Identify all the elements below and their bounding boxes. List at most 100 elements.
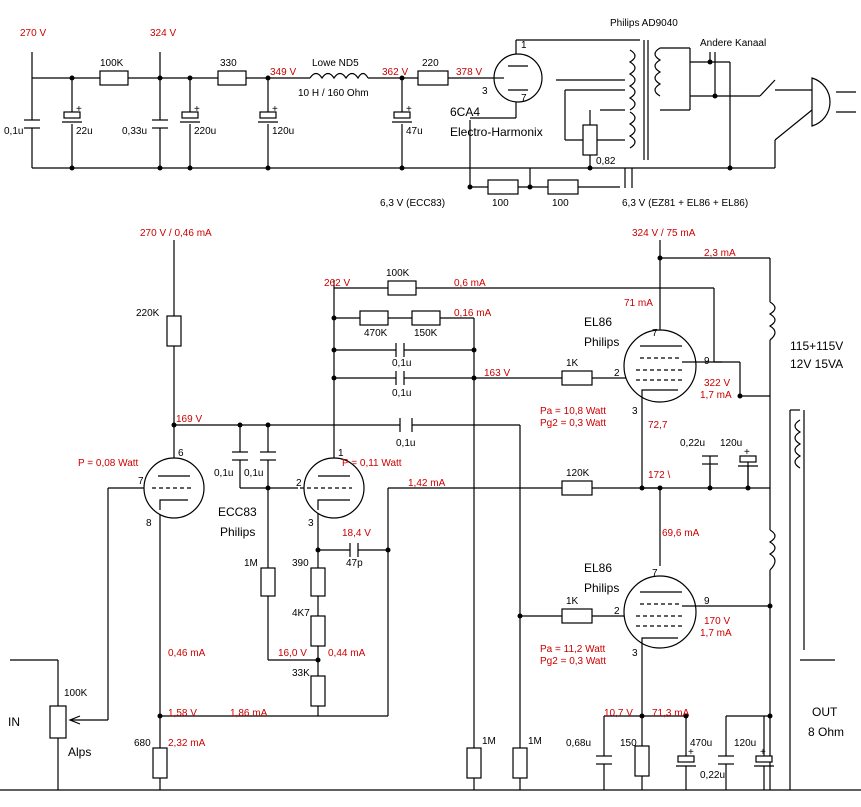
- label-r-390: 390: [292, 558, 309, 569]
- label-i-713: 71,3 mA: [652, 708, 690, 719]
- label-r-082: 0,82: [596, 156, 616, 167]
- resistor-100-a: [487, 179, 519, 195]
- label-pin6: 6: [178, 448, 184, 459]
- label-r-100k: 100K: [100, 58, 124, 69]
- label-i-23: 2,3 mA: [704, 248, 736, 259]
- label-maker-el86-upper: Philips: [584, 335, 619, 349]
- label-c-47p: 47p: [346, 558, 363, 569]
- resistor-150: [634, 745, 650, 777]
- label-other-channel: Andere Kanaal: [700, 38, 766, 49]
- resistor-1m: [260, 567, 276, 597]
- label-i-016: 0,16 mA: [454, 308, 492, 319]
- label-pg2-a: Pg2 = 0,3 Watt: [540, 418, 606, 429]
- svg-text:+: +: [272, 104, 278, 115]
- electrolytic-cap: [739, 455, 757, 463]
- volume-pot: [49, 705, 67, 739]
- label-c-120a: 120u: [720, 438, 742, 449]
- label-pot-maker: Alps: [68, 745, 91, 759]
- label-rect-pin3: 3: [482, 86, 488, 97]
- resistor-150k: [411, 310, 441, 326]
- resistor-fb-100k: [387, 280, 417, 296]
- label-el86b-pin7: 7: [652, 568, 658, 579]
- svg-text:+: +: [194, 104, 200, 115]
- label-c-01b: 0,1u: [244, 468, 263, 479]
- label-el86b-pin9: 9: [704, 596, 710, 607]
- label-v-107: 10,7 V: [604, 708, 633, 719]
- label-c-022b: 0,22u: [700, 770, 725, 781]
- psu-voltage-270: 270 V: [20, 28, 46, 39]
- label-r-150k: 150K: [414, 328, 438, 339]
- svg-text:+: +: [688, 747, 694, 758]
- label-el86b-pin2: 2: [614, 606, 620, 617]
- label-r-1m-b: 1M: [482, 736, 496, 747]
- pentode-el86-upper: [623, 329, 697, 403]
- label-r-220: 220: [422, 58, 439, 69]
- label-v-172: 172 \: [648, 470, 670, 481]
- resistor-1k-b: [561, 608, 593, 624]
- psu-junctions: [69, 59, 733, 190]
- pentode-cathode: [641, 637, 678, 648]
- label-r-150: 150: [620, 738, 637, 749]
- resistor-680: [152, 747, 168, 779]
- electrolytic-cap: [755, 755, 773, 763]
- resistor-4k7: [310, 615, 326, 647]
- label-r-1m-c: 1M: [528, 736, 542, 747]
- electrolytic-cap: [677, 755, 695, 763]
- choke-symbol: [309, 72, 369, 80]
- label-i-06: 0,6 mA: [454, 278, 486, 289]
- pentode-cathode: [641, 389, 678, 400]
- mains-plug: [811, 77, 831, 127]
- transformer-primary: [654, 47, 662, 97]
- label-c2: 22u: [76, 126, 93, 137]
- label-v-163: 163 V: [484, 368, 510, 379]
- label-rect-tube: 6CA4: [450, 105, 480, 119]
- label-i-142: 1,42 mA: [408, 478, 446, 489]
- label-pa-a: Pa = 10,8 Watt: [540, 406, 606, 417]
- label-heater-power: 6,3 V (EZ81 + EL86 + EL86): [622, 198, 748, 209]
- label-tube-el86-lower: EL86: [584, 561, 612, 575]
- label-c-068: 0,68u: [566, 738, 591, 749]
- resistor-390: [310, 567, 326, 597]
- output-transformer-primary-lower: [768, 529, 776, 571]
- label-c4: 220u: [194, 126, 216, 137]
- label-pg2-b: Pg2 = 0,3 Watt: [540, 656, 606, 667]
- label-supply-pwr: 324 V / 75 mA: [632, 228, 696, 239]
- amp-components: + + +: [49, 280, 805, 779]
- label-maker-ecc83: Philips: [220, 525, 255, 539]
- label-pin8: 8: [146, 518, 152, 529]
- electrolytic-cap: [181, 111, 199, 119]
- psu-voltage-362: 362 V: [382, 67, 408, 78]
- label-el86a-pin9: 9: [704, 356, 710, 367]
- label-maker-el86-lower: Philips: [584, 581, 619, 595]
- label-xfmr-voltage: 115+115V: [790, 339, 843, 353]
- amp-wiring: [0, 240, 861, 791]
- resistor-120k: [561, 480, 593, 496]
- label-i-71: 71 mA: [624, 298, 653, 309]
- resistor-220: [417, 70, 449, 86]
- label-i-186: 1,86 mA: [230, 708, 268, 719]
- pentode-el86-lower: [623, 575, 697, 649]
- label-v1b-pin2: 2: [296, 478, 302, 489]
- label-r-4k7: 4K7: [292, 608, 310, 619]
- transformer-heater-winding: [628, 111, 636, 149]
- label-input: IN: [8, 715, 20, 729]
- label-output: OUT: [812, 705, 838, 719]
- label-r-1k-a: 1K: [566, 358, 579, 369]
- label-output-ohm: 8 Ohm: [808, 725, 844, 739]
- label-el86a-pin7: 7: [652, 328, 658, 339]
- label-v-322: 322 V: [704, 378, 730, 389]
- svg-text:+: +: [744, 447, 750, 458]
- label-i-17b: 1,7 mA: [700, 628, 732, 639]
- label-c-120b: 120u: [734, 738, 756, 749]
- label-c-022a: 0,22u: [680, 438, 705, 449]
- label-v-169: 169 V: [176, 414, 202, 425]
- label-pa-b: Pa = 11,2 Watt: [540, 644, 606, 655]
- label-i-232: 2,32 mA: [168, 738, 206, 749]
- resistor-082: [582, 124, 598, 156]
- svg-text:+: +: [76, 104, 82, 115]
- label-c5: 120u: [272, 126, 294, 137]
- label-v-170: 170 V: [704, 616, 730, 627]
- label-r-h1: 100: [492, 198, 509, 209]
- label-transformer: Philips AD9040: [610, 18, 678, 29]
